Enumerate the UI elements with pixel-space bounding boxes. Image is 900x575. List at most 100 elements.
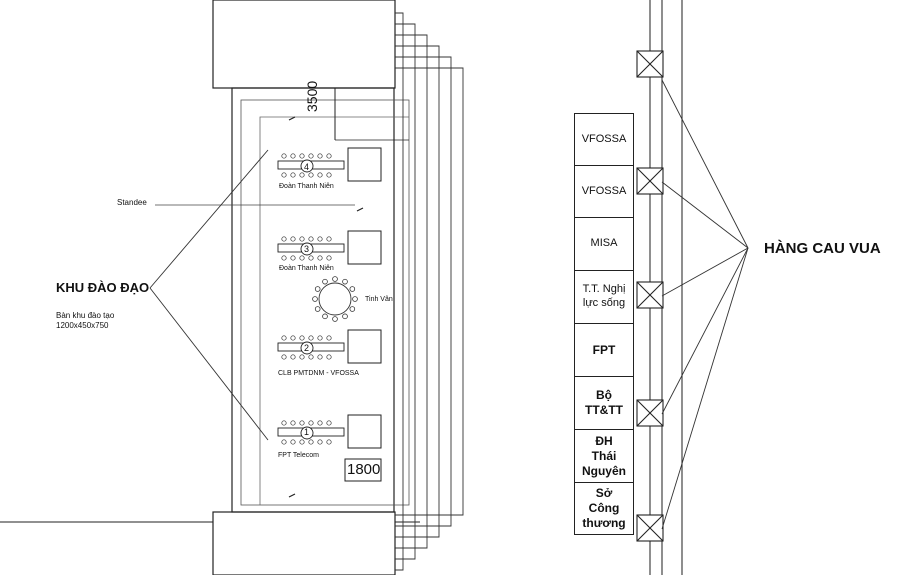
chair <box>299 255 305 261</box>
pillars <box>636 50 664 542</box>
pillar <box>636 281 664 309</box>
right-zone-leaders <box>661 79 749 530</box>
hall-inner-wall <box>240 99 410 506</box>
chair <box>281 236 287 242</box>
chair <box>308 439 314 445</box>
booth-so-cong-thuong: Sở Công thương <box>574 482 634 535</box>
chair <box>317 153 323 159</box>
chair <box>317 255 323 261</box>
round-chair <box>352 296 358 302</box>
bottom-building-block <box>212 511 396 575</box>
round-table-chairs <box>312 276 358 322</box>
chair <box>326 420 332 426</box>
chair <box>308 153 314 159</box>
pillar-cross <box>636 514 664 542</box>
group-3-number: 3 <box>304 244 310 254</box>
pillar <box>636 399 664 427</box>
chair <box>326 335 332 341</box>
left-zone-title: KHU ĐÀO ĐẠO <box>56 280 150 295</box>
group-4-name: Đoàn Thanh Niên <box>279 183 334 190</box>
chair <box>326 153 332 159</box>
chair <box>317 236 323 242</box>
pillar <box>636 167 664 195</box>
group-number-circle <box>300 341 314 355</box>
table-group <box>277 414 382 449</box>
chair <box>290 172 296 178</box>
chair <box>299 236 305 242</box>
display-booth-square <box>347 230 382 265</box>
chair <box>317 354 323 360</box>
round-chair <box>349 306 356 312</box>
chair <box>299 439 305 445</box>
pillar <box>636 50 664 78</box>
chair <box>299 153 305 159</box>
chair <box>308 172 314 178</box>
ramp-line <box>395 56 452 527</box>
top-building-block <box>212 0 396 89</box>
ramp-line <box>395 34 428 549</box>
group-1-name: FPT Telecom <box>278 452 319 459</box>
round-chair <box>314 306 321 312</box>
chair <box>281 255 287 261</box>
chair <box>308 236 314 242</box>
pillar-cross <box>636 399 664 427</box>
chair <box>281 439 287 445</box>
chair <box>308 354 314 360</box>
chair <box>281 335 287 341</box>
dimension-box <box>344 458 382 482</box>
pillar-cross <box>636 50 664 78</box>
chair <box>308 420 314 426</box>
group-1-number: 1 <box>304 427 310 437</box>
group-3-name: Đoàn Thanh Niên <box>279 265 334 272</box>
left-zone-leaders <box>149 149 269 441</box>
chair <box>317 335 323 341</box>
booth-bo-tttt: Bộ TT&TT <box>574 376 634 430</box>
round-chair <box>322 313 328 320</box>
chair <box>290 354 296 360</box>
round-chair <box>349 286 356 292</box>
group-2-number: 2 <box>304 343 310 353</box>
chair <box>299 354 305 360</box>
chair <box>326 354 332 360</box>
chair <box>326 172 332 178</box>
chair <box>281 153 287 159</box>
chair <box>326 255 332 261</box>
chair <box>290 335 296 341</box>
training-table-groups <box>277 147 382 449</box>
ramp-line <box>395 67 464 516</box>
round-chair <box>342 278 348 285</box>
right-zone-title: HÀNG CAU VUA <box>764 240 881 257</box>
round-table-label: Tinh Vân <box>365 296 393 303</box>
chair <box>308 335 314 341</box>
chair <box>317 420 323 426</box>
group-2-name: CLB PMTDNM - VFOSSA <box>278 370 359 377</box>
chair <box>299 172 305 178</box>
pillar-cross <box>636 167 664 195</box>
table-group <box>277 230 382 265</box>
pillar-cross <box>636 281 664 309</box>
chair <box>281 420 287 426</box>
left-zone-note: Bàn khu đào tạo 1200x450x750 <box>56 311 115 330</box>
chair <box>299 420 305 426</box>
dimension-top-label: 3500 <box>304 80 320 112</box>
chair <box>317 172 323 178</box>
chair <box>281 172 287 178</box>
booth-misa: MISA <box>574 217 634 271</box>
display-booth-square <box>347 147 382 182</box>
pillar <box>636 514 664 542</box>
ramp-line <box>395 45 440 538</box>
round-chair <box>332 276 338 282</box>
booth-dh-thai-nguyen: ĐH Thái Nguyên <box>574 429 634 483</box>
group-number-circle <box>300 426 314 440</box>
round-chair <box>314 286 321 292</box>
ramp-line <box>395 23 416 560</box>
chair <box>308 255 314 261</box>
round-chair <box>322 278 328 285</box>
round-chair <box>342 313 348 320</box>
chair <box>326 236 332 242</box>
chair <box>290 255 296 261</box>
table-group <box>277 329 382 364</box>
chair <box>299 335 305 341</box>
display-booth-square <box>347 329 382 364</box>
